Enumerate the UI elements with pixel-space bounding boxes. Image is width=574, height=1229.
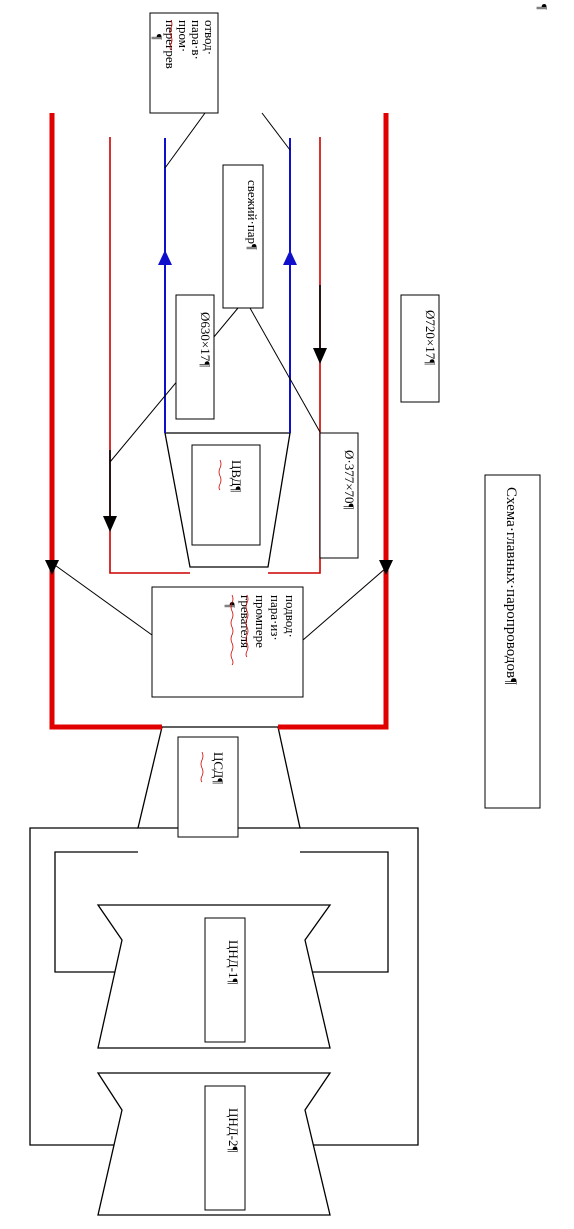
otvod-line-3: пром·	[176, 20, 191, 52]
d720-label: Ø720×17¶	[423, 310, 438, 365]
otvod-line-5: ¶	[150, 34, 165, 40]
otvod-line-1: отвод·	[202, 20, 217, 55]
podvod-line-2: пара·из·	[268, 595, 283, 641]
cvd-label: ЦВД¶	[229, 460, 244, 492]
podvod-line-3: промпере	[253, 595, 268, 648]
arrow-fresh-right	[283, 250, 297, 265]
d720-box	[400, 294, 440, 403]
cold-reheat-line-left	[109, 137, 190, 574]
podvod-box	[151, 586, 304, 698]
arrow-cold-right	[313, 348, 327, 364]
d630-label: Ø630×17¶	[198, 312, 213, 367]
cnd1-box	[204, 917, 246, 1043]
hot-reheat-line-right	[278, 113, 389, 730]
leader-otvod-right	[261, 112, 291, 151]
podvod-line-4: гревателя	[238, 595, 253, 648]
cnd2-label: ЦНД-2¶	[226, 1108, 241, 1152]
d630-box	[175, 294, 215, 420]
d377-box	[319, 432, 359, 559]
leader-podvod-left	[51, 562, 153, 636]
otvod-box	[149, 12, 219, 114]
leader-otvod-left	[164, 112, 206, 169]
podvod-line-5: ¶	[223, 602, 238, 608]
csd-label: ЦСД¶	[211, 752, 226, 784]
spell-underline-prompere	[245, 594, 249, 658]
csd-box	[177, 736, 239, 838]
arrow-cold-left	[103, 516, 117, 532]
svezhiy-label: свежий·пар¶	[245, 180, 260, 250]
otvod-line-2: пара·в·	[189, 20, 204, 60]
leader-podvod-right	[302, 567, 387, 641]
hot-reheat-line-left	[49, 113, 162, 730]
pilcrow-mark: ¶	[535, 4, 550, 10]
spell-underline-grevatelya	[230, 594, 234, 666]
leader-svezhiy-d630	[109, 307, 239, 463]
arrow-hot-right	[379, 560, 393, 575]
d377-label: Ø·377×70¶	[342, 450, 357, 510]
svezhiy-box	[222, 164, 264, 309]
podvod-line-1: подвод·	[283, 595, 298, 638]
spell-underline-csd	[200, 751, 204, 783]
diagram-title: Схема·главных·паропроводов¶	[503, 487, 519, 685]
arrow-fresh-left	[158, 250, 172, 265]
cvd-box	[191, 444, 261, 546]
spell-underline-cvd	[218, 459, 222, 491]
title-box	[484, 474, 541, 809]
leader-svezhiy-d377	[249, 307, 321, 433]
cnd1-label: ЦНД-1¶	[226, 940, 241, 984]
cold-reheat-line-right	[268, 137, 321, 574]
cnd2-box	[204, 1085, 246, 1211]
arrow-hot-left	[45, 560, 59, 575]
spell-underline-prom	[169, 19, 173, 51]
